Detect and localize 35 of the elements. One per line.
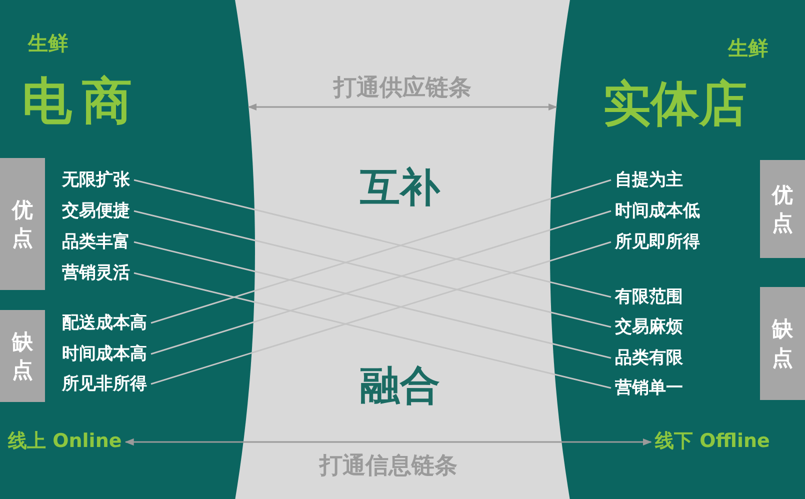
subheading: 生鲜 [28, 30, 68, 57]
side-label: 线下 Offline [655, 428, 770, 454]
list-item: 营销灵活 [62, 263, 130, 283]
list-item: 品类丰富 [62, 232, 130, 252]
center-heading: 融合 [360, 362, 440, 411]
list-item: 无限扩张 [62, 170, 130, 190]
connector-line [134, 241, 612, 359]
heading: 实体店 [603, 75, 747, 134]
side-label: 线上 Online [8, 428, 122, 454]
connector-line [134, 210, 612, 328]
connector-line [150, 179, 612, 324]
list-item: 所见非所得 [62, 374, 147, 394]
subheading: 生鲜 [728, 35, 768, 62]
list-item: 所见即所得 [615, 232, 700, 252]
list-item: 营销单一 [615, 378, 683, 398]
center-heading: 互补 [360, 164, 440, 213]
side-tab: 优点 [0, 158, 45, 290]
connector-line [150, 210, 612, 355]
side-tab: 优点 [760, 160, 805, 258]
connector-line [150, 241, 612, 385]
double-arrow [248, 103, 558, 111]
list-item: 交易便捷 [62, 201, 130, 221]
list-item: 交易麻烦 [615, 317, 683, 337]
list-item: 时间成本低 [615, 201, 700, 221]
list-item: 配送成本高 [62, 313, 147, 333]
connector-line [134, 272, 612, 389]
list-item: 有限范围 [615, 287, 683, 307]
list-item: 品类有限 [615, 348, 683, 368]
side-tab: 缺点 [760, 287, 805, 400]
heading: 电商 [22, 71, 142, 132]
side-tab: 缺点 [0, 310, 45, 402]
list-item: 自提为主 [615, 170, 683, 190]
connector-line [134, 179, 612, 298]
double-arrow [124, 438, 652, 446]
list-item: 时间成本高 [62, 344, 147, 364]
